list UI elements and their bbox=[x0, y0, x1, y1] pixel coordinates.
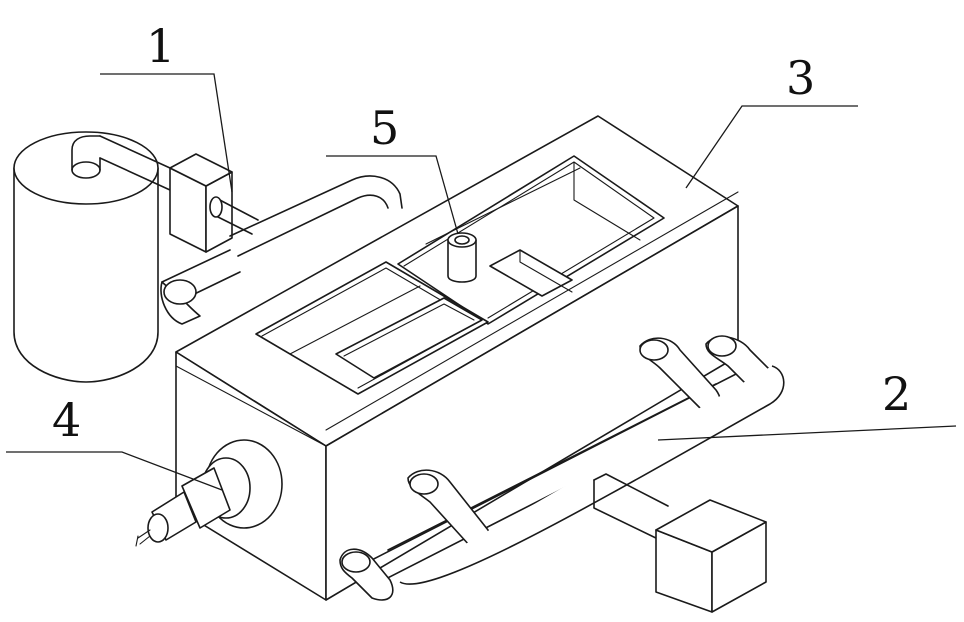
leader-3 bbox=[686, 106, 858, 188]
label-part-5: 5 bbox=[370, 101, 399, 155]
pump-box bbox=[594, 474, 766, 612]
label-part-2: 2 bbox=[882, 367, 911, 421]
cylindrical-tank bbox=[14, 132, 158, 382]
label-part-3: 3 bbox=[786, 51, 815, 105]
sensor-cylinder bbox=[448, 233, 476, 282]
label-part-4: 4 bbox=[52, 393, 81, 447]
valve-block bbox=[170, 154, 258, 252]
label-part-1: 1 bbox=[146, 19, 175, 73]
